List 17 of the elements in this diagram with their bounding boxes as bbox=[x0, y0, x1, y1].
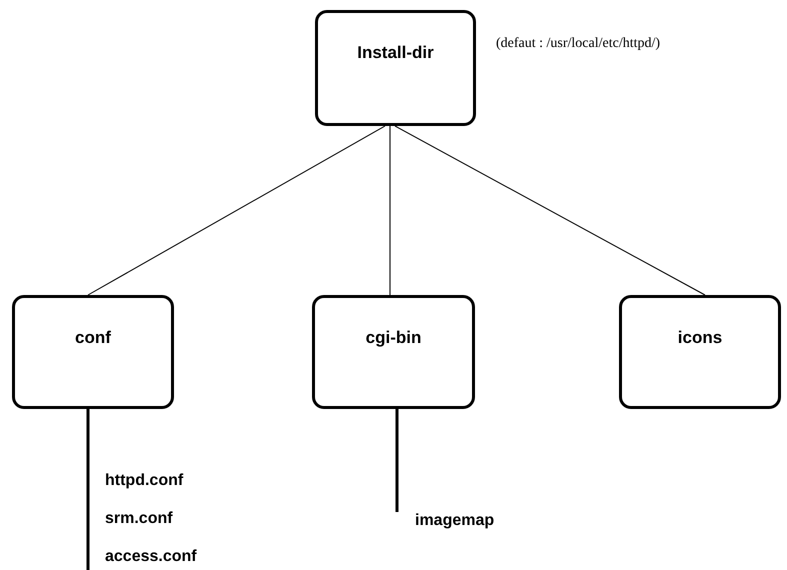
file-name: access.conf bbox=[105, 548, 197, 566]
folder-name: Install-dir bbox=[356, 43, 435, 63]
folder-box bbox=[312, 295, 475, 409]
folder-box bbox=[315, 10, 476, 126]
file-name: srm.conf bbox=[105, 510, 173, 528]
connector-line bbox=[88, 126, 386, 296]
connector-line bbox=[396, 409, 398, 512]
folder-name: icons bbox=[676, 328, 724, 348]
folder-name: conf bbox=[74, 328, 112, 348]
folder-name: cgi-bin bbox=[364, 328, 422, 348]
connector-line bbox=[86, 409, 90, 570]
path-note: (defaut : /usr/local/etc/httpd/) bbox=[496, 36, 660, 52]
folder-box bbox=[619, 295, 781, 409]
file-name: httpd.conf bbox=[105, 472, 184, 490]
file-name: imagemap bbox=[415, 512, 494, 530]
connector-line bbox=[394, 126, 706, 296]
folder-box bbox=[12, 295, 174, 409]
